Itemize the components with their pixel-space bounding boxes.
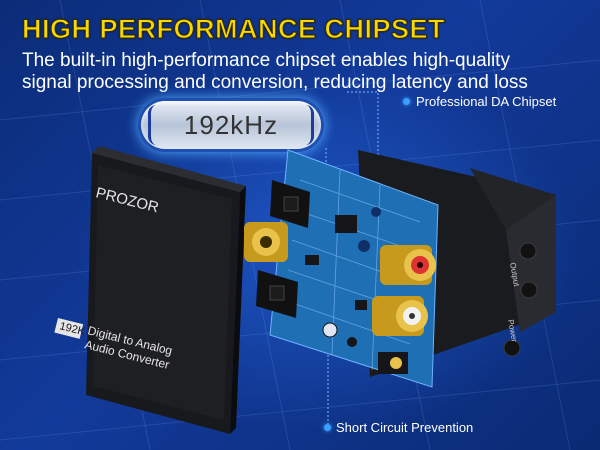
rca-left-output-jack [372, 296, 428, 336]
badge-left-arc [148, 105, 165, 145]
power-port-label: Power [506, 319, 519, 343]
subtitle: The built-in high-performance chipset en… [22, 50, 528, 93]
short-circuit-callout: Short Circuit Prevention [336, 420, 474, 435]
chipset-callout-dot [403, 98, 410, 105]
sample-rate-text: 192kHz [183, 110, 279, 140]
output-port-label: Output [508, 262, 521, 288]
device-top-cover: PROZOR 192K Digital to Analog Audio Conv… [54, 146, 246, 434]
badge-right-arc [297, 105, 314, 145]
power-jack [378, 352, 408, 374]
chipset-callout: Professional DA Chipset [416, 94, 557, 109]
short-circuit-callout-dot [324, 424, 331, 431]
rca-right-output-jack [380, 245, 436, 285]
coaxial-input-jack [244, 222, 288, 262]
headline: HIGH PERFORMANCE CHIPSET [21, 14, 446, 45]
optical-input-connectors [256, 180, 310, 318]
da-chipset [335, 215, 357, 233]
rate-box [54, 318, 84, 339]
sample-rate-badge: 192kHz [141, 101, 321, 149]
